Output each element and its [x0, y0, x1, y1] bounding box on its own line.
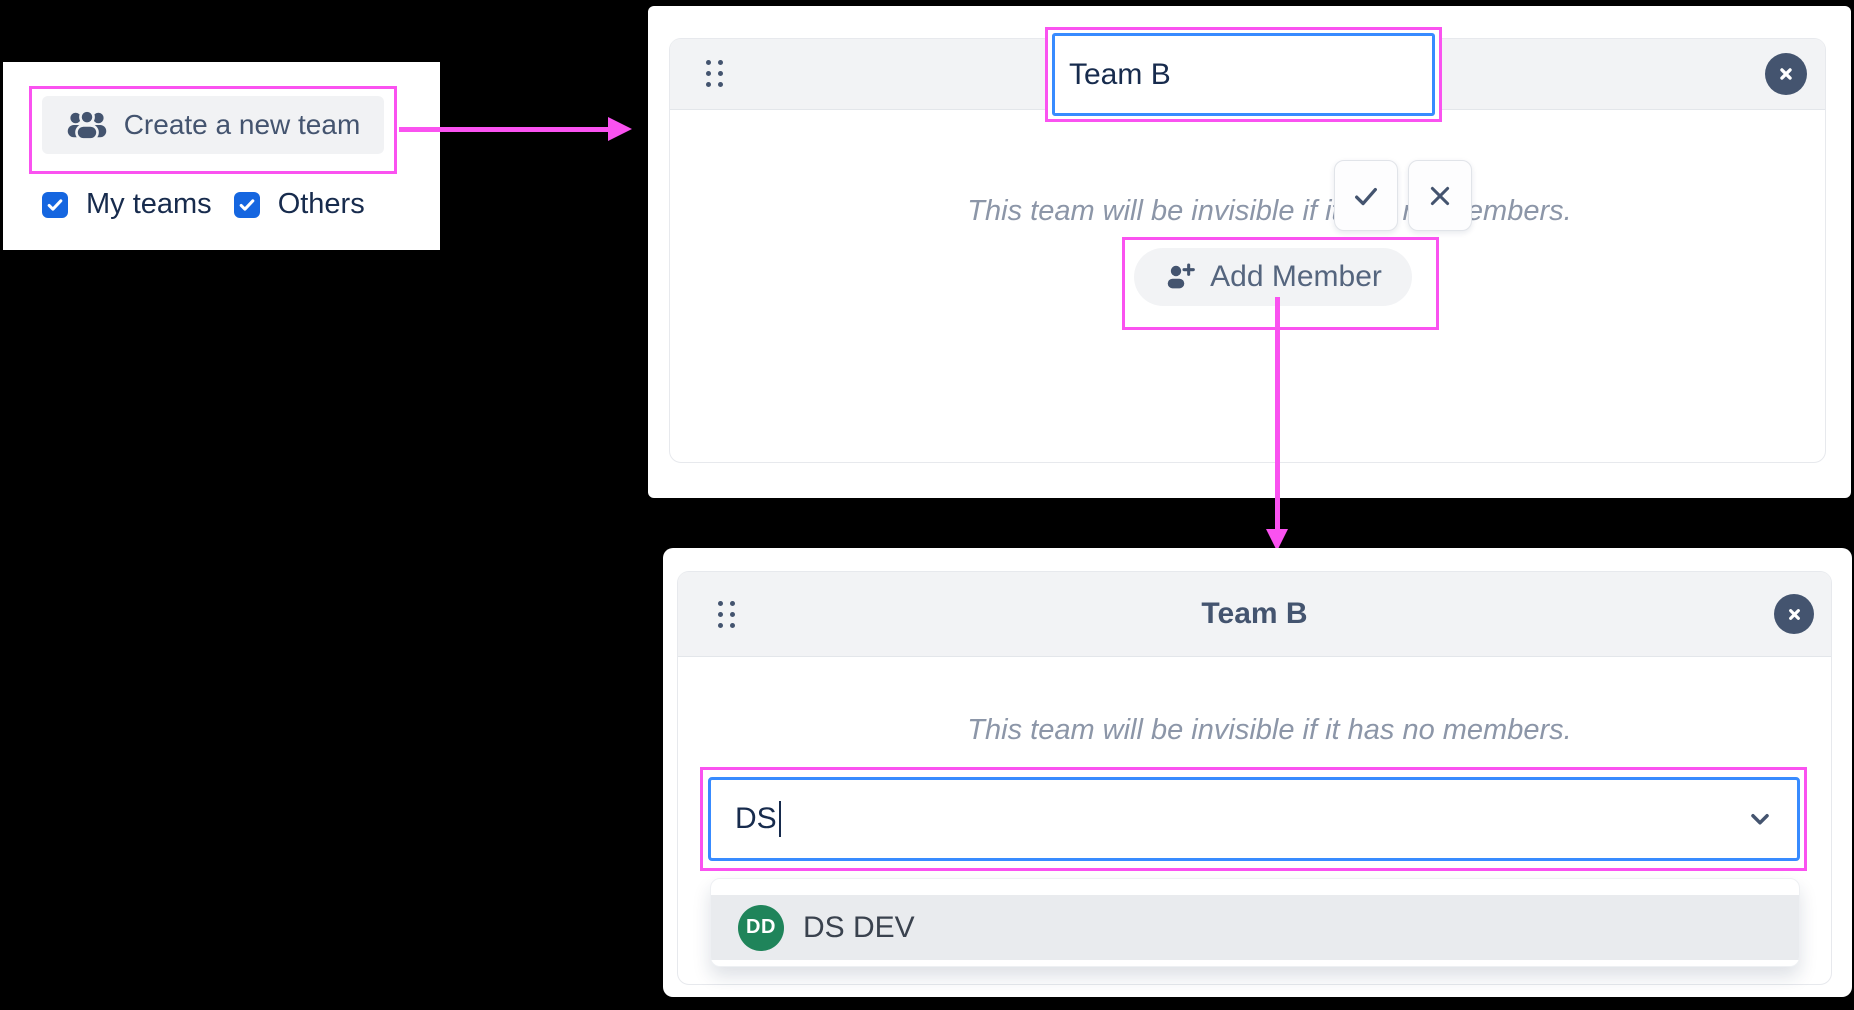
add-member-screenshot: Team B This team will be invisible if it… — [663, 548, 1852, 997]
arrow-to-member-card-line — [1275, 297, 1280, 531]
member-option[interactable]: DD DS DEV — [711, 895, 1799, 960]
team-name-highlight-box — [1045, 27, 1442, 122]
text-cursor — [778, 801, 782, 837]
name-confirm-controls — [1334, 160, 1472, 231]
close-icon — [1786, 606, 1803, 623]
team-visibility-hint: This team will be invisible if it has no… — [967, 195, 1572, 227]
create-team-button[interactable]: Create a new team — [42, 96, 384, 154]
member-search-highlight-box: DS — [700, 767, 1807, 871]
x-icon — [1426, 182, 1454, 210]
team-visibility-hint: This team will be invisible if it has no… — [967, 714, 1572, 746]
others-checkbox[interactable] — [233, 191, 260, 218]
add-member-label: Add Member — [1210, 260, 1382, 293]
add-member-highlight-box: Add Member — [1122, 237, 1439, 330]
others-filter[interactable]: Others — [233, 188, 365, 221]
avatar: DD — [738, 904, 784, 951]
teams-filter-panel: Create a new team My teams — [3, 62, 440, 250]
drag-handle-icon[interactable] — [718, 601, 735, 628]
my-teams-checkbox[interactable] — [42, 191, 68, 218]
check-icon — [237, 195, 257, 215]
member-dropdown: DD DS DEV — [710, 878, 1800, 967]
person-plus-icon — [1164, 261, 1196, 293]
arrow-to-member-card-head — [1266, 529, 1288, 551]
confirm-name-button[interactable] — [1334, 160, 1398, 231]
cancel-name-button[interactable] — [1408, 160, 1472, 231]
member-option-label: DS DEV — [803, 910, 915, 944]
arrow-to-team-card-head — [608, 117, 632, 141]
named-team-card-header: Team B — [678, 572, 1831, 657]
check-icon — [45, 195, 65, 215]
chevron-down-icon[interactable] — [1747, 806, 1773, 832]
users-group-icon — [66, 109, 108, 141]
drag-handle-icon[interactable] — [706, 60, 723, 87]
member-search-combobox[interactable]: DS — [708, 777, 1800, 861]
arrow-to-team-card-line — [399, 127, 610, 132]
create-team-button-label: Create a new team — [123, 109, 361, 140]
my-teams-label: My teams — [86, 188, 212, 220]
my-teams-filter[interactable]: My teams — [42, 188, 212, 221]
team-title: Team B — [1201, 597, 1308, 630]
create-team-highlight-box: Create a new team — [29, 86, 397, 174]
close-team-button[interactable] — [1774, 594, 1814, 634]
team-name-input[interactable] — [1052, 33, 1435, 116]
add-member-button[interactable]: Add Member — [1134, 248, 1412, 306]
close-team-button[interactable] — [1765, 53, 1807, 95]
close-icon — [1777, 65, 1795, 83]
check-icon — [1352, 182, 1380, 210]
member-search-value: DS — [735, 802, 777, 835]
others-label: Others — [277, 188, 365, 220]
team-create-screenshot: This team will be invisible if it has no… — [648, 6, 1851, 498]
team-filters: My teams Others — [42, 188, 365, 221]
